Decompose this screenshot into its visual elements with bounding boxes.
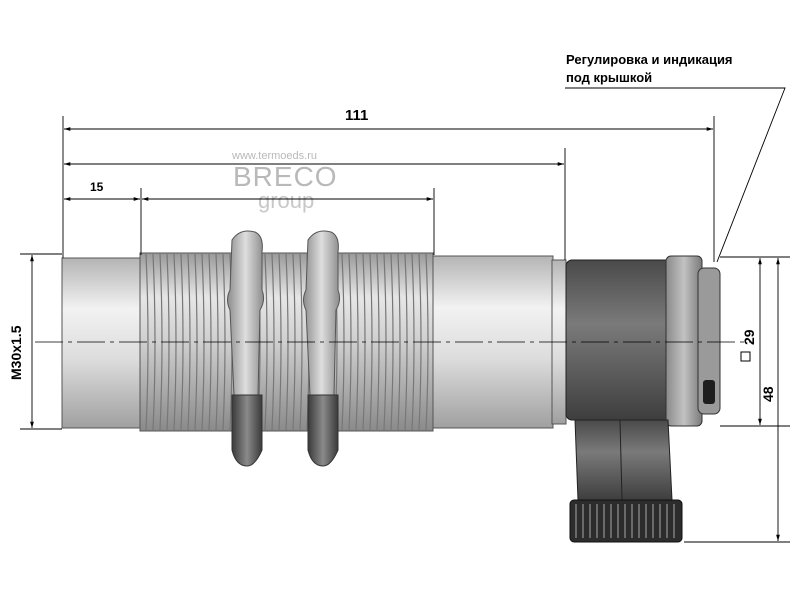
note-line-1: Регулировка и индикация [566, 52, 733, 67]
cover-lid [697, 267, 721, 415]
watermark-url: www.termoeds.ru [231, 150, 317, 162]
watermark-brand: BRECO [233, 161, 338, 192]
dim-height-label: 48 [760, 386, 776, 402]
thread-line [187, 253, 191, 431]
dim-thread-start-label: 15 [90, 180, 104, 194]
square-symbol [740, 351, 751, 362]
dimensions [20, 87, 790, 543]
front-sleeve [61, 257, 143, 429]
watermark: www.termoeds.ru BRECO group [231, 150, 338, 213]
thread-line [355, 253, 359, 431]
note-line-2: под крышкой [566, 70, 652, 85]
connector-housing [565, 255, 721, 427]
dim-thread-label: M30x1.5 [8, 325, 24, 380]
thread-line [145, 253, 149, 431]
thread-line [397, 253, 401, 431]
rear-sleeve [432, 255, 554, 429]
dim-square-label: 29 [741, 329, 757, 345]
note-leader [565, 87, 786, 263]
indicator-led [703, 380, 715, 404]
lock-nut-2 [303, 230, 341, 467]
thread-line [271, 253, 275, 431]
dim-overall-label: 111 [345, 107, 368, 124]
lock-nut-1 [227, 230, 265, 467]
housing-cap [665, 255, 703, 427]
watermark-sub: group [258, 188, 314, 213]
cable-gland [569, 419, 683, 543]
gland-ribs [575, 504, 675, 538]
